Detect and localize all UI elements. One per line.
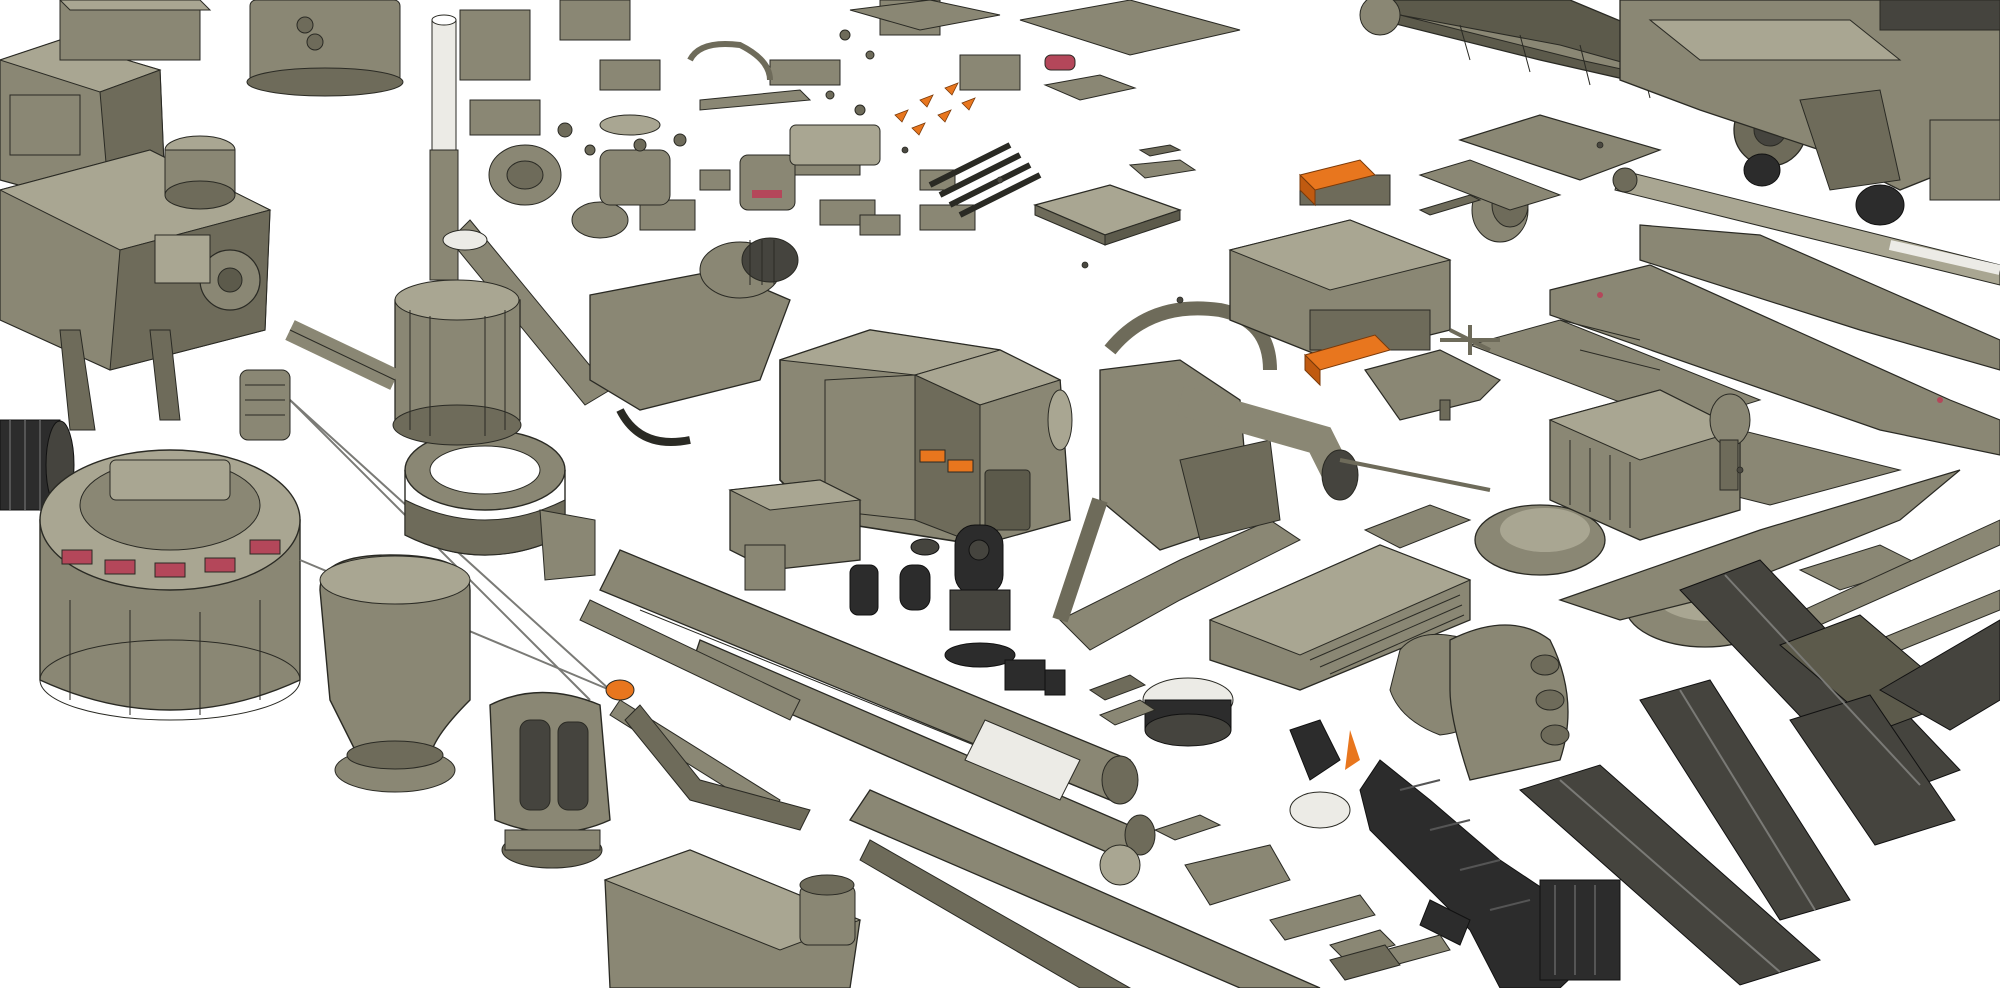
radiator-grille-block bbox=[1208, 544, 1472, 691]
periscope-block bbox=[489, 691, 611, 869]
manifold-part bbox=[1389, 624, 1570, 781]
main-sight-housing bbox=[779, 329, 1073, 546]
engine-deck-block bbox=[1228, 174, 1529, 361]
rod-bundle bbox=[928, 142, 1042, 218]
black-track-chain bbox=[1359, 759, 1621, 988]
bracket-frame-assembly bbox=[1052, 301, 1491, 651]
bell-shaped-sight bbox=[319, 554, 471, 793]
bottom-left-canister bbox=[603, 849, 862, 988]
heat-exchanger-block bbox=[1548, 389, 1751, 541]
black-thermal-sight bbox=[849, 524, 1066, 696]
central-mast-assembly bbox=[285, 14, 611, 446]
upper-right-hull-block bbox=[1619, 0, 2000, 226]
control-panel-plate bbox=[1033, 184, 1182, 246]
mechanical-arm-assembly bbox=[589, 237, 799, 446]
small-plates-bottom-center bbox=[1088, 674, 1451, 981]
gun-barrels-group bbox=[579, 549, 1321, 988]
small-parts-top-center bbox=[459, 0, 1021, 239]
center-right-panel bbox=[1363, 349, 1502, 549]
dark-fender-flaps bbox=[1519, 559, 2000, 986]
white-disc-sensor bbox=[1142, 677, 1360, 829]
ring-mount bbox=[404, 429, 596, 581]
left-gear-housing bbox=[0, 135, 272, 431]
small-sight-box bbox=[728, 479, 862, 591]
orange-warning-triangles bbox=[894, 82, 976, 136]
commander-cupola bbox=[39, 449, 301, 721]
long-barrel-tube bbox=[1612, 167, 2000, 286]
top-center-plates bbox=[849, 0, 1241, 179]
star-bracket bbox=[1440, 325, 1500, 355]
orange-canisters bbox=[1299, 159, 1391, 387]
coil-spring-small bbox=[239, 369, 291, 441]
